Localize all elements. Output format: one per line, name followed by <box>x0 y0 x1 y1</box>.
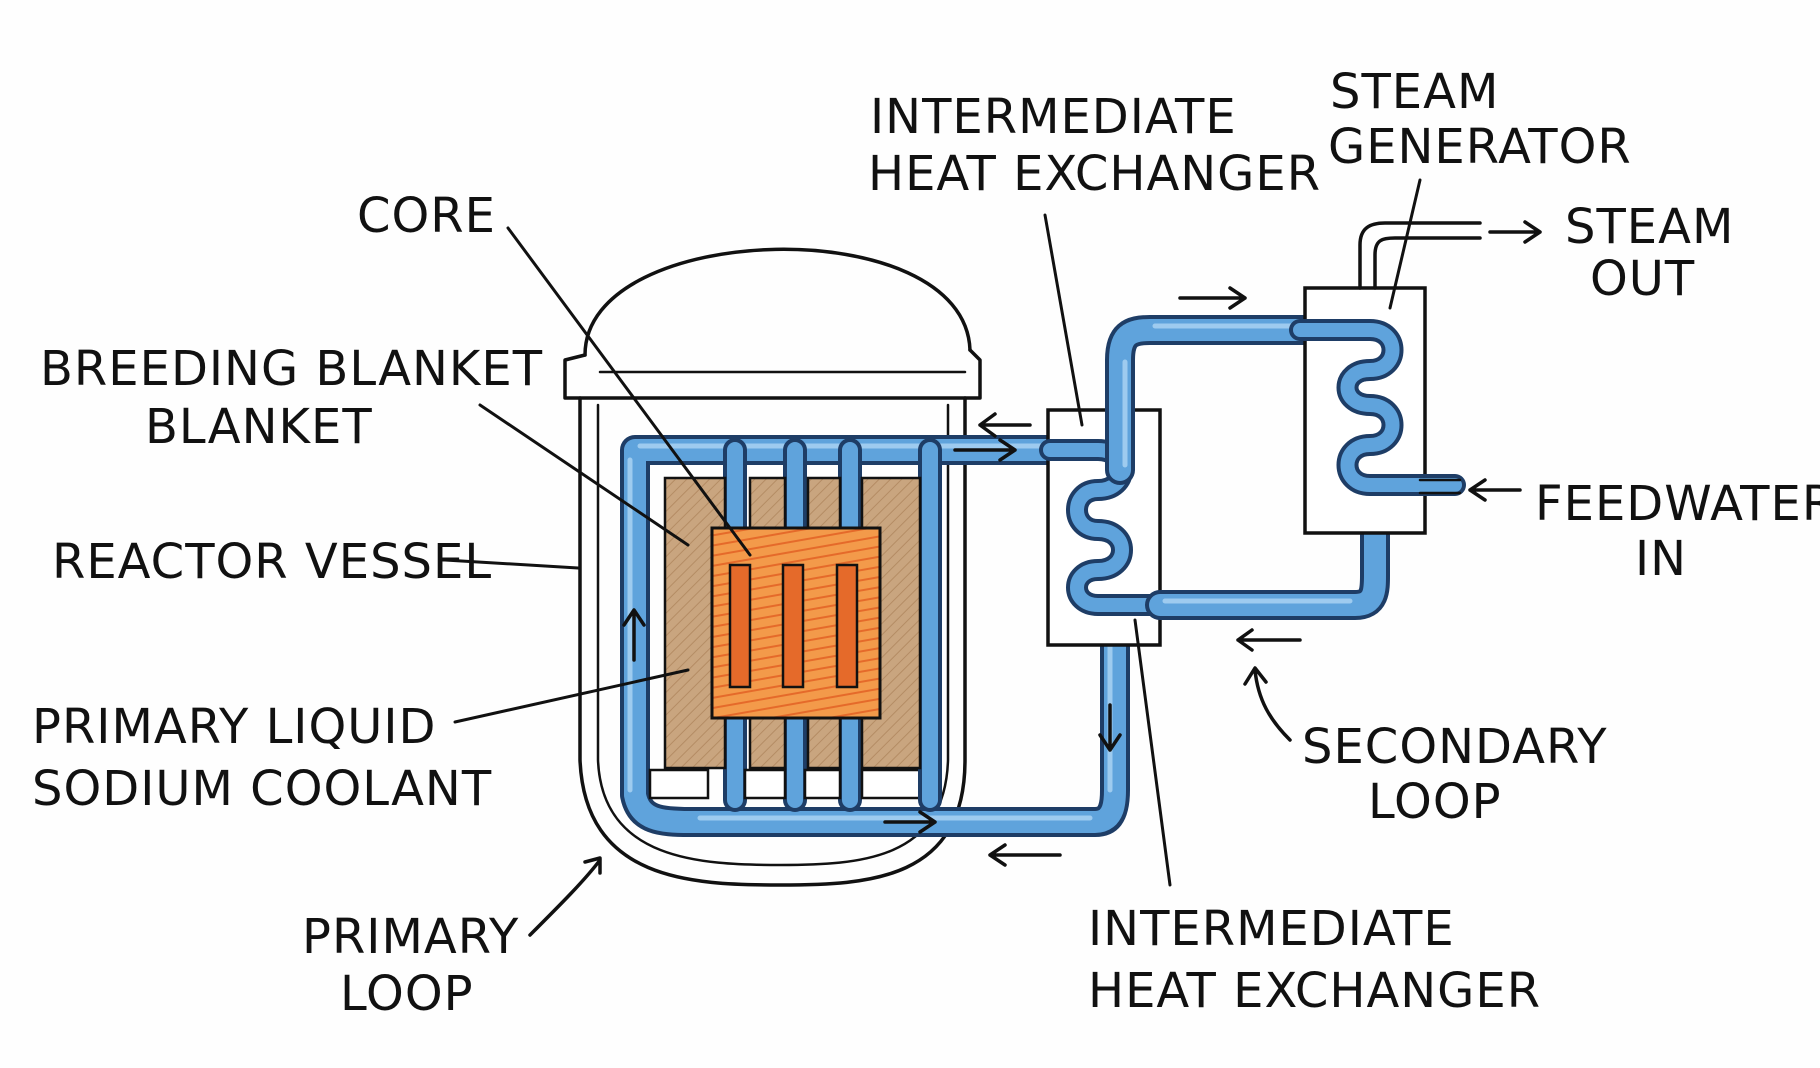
coolant-leader <box>453 668 690 724</box>
label-primary-loop-line1: PRIMARY <box>302 909 519 965</box>
fuel-rod <box>728 563 752 689</box>
label-primary-coolant-line2: SODIUM COOLANT <box>32 761 492 817</box>
secondary-loop-pipe <box>1105 315 1390 620</box>
label-reactor-vessel: REACTOR VESSEL <box>52 534 492 590</box>
label-core: CORE <box>357 188 496 244</box>
label-ihx-top-line2: HEAT EXCHANGER <box>868 146 1321 202</box>
steam-generator <box>1289 221 1482 535</box>
label-secondary-loop-line2: LOOP <box>1368 774 1502 830</box>
label-ihx-bottom-line1: INTERMEDIATE <box>1088 901 1455 957</box>
label-primary-coolant-line1: PRIMARY LIQUID <box>32 699 437 755</box>
core-leader <box>506 226 752 557</box>
vessel-dome <box>583 247 972 357</box>
ihx-top-leader <box>1043 213 1084 427</box>
leader-lines <box>443 178 1422 887</box>
vessel-flange <box>563 348 982 400</box>
flow-arrows <box>528 220 1542 937</box>
ihx-bottom-leader <box>1133 618 1172 887</box>
blanket-leader <box>478 403 690 547</box>
label-breeding-blanket-line2: BLANKET <box>145 399 373 455</box>
label-ihx-bottom-line2: HEAT EXCHANGER <box>1088 963 1541 1019</box>
label-steam-out-line2: OUT <box>1590 251 1695 307</box>
vessel-leader <box>443 558 580 570</box>
label-secondary-loop-line1: SECONDARY <box>1302 719 1608 775</box>
label-primary-loop-line2: LOOP <box>340 966 474 1022</box>
steam-generator-leader <box>1388 178 1422 310</box>
reactor-core <box>710 526 882 720</box>
label-ihx-top-line1: INTERMEDIATE <box>870 89 1237 145</box>
labels: CORE BREEDING BLANKET BLANKET REACTOR VE… <box>32 64 1820 1022</box>
label-feedwater-line2: IN <box>1635 531 1687 587</box>
label-breeding-blanket-line1: BREEDING BLANKET <box>40 341 543 397</box>
label-steam-generator-line2: GENERATOR <box>1328 119 1632 175</box>
label-feedwater-line1: FEEDWATER <box>1535 476 1820 532</box>
fuel-rod <box>781 563 805 689</box>
label-steam-generator-line1: STEAM <box>1330 64 1499 120</box>
label-steam-out-line1: STEAM <box>1565 199 1734 255</box>
fuel-rod <box>835 563 859 689</box>
